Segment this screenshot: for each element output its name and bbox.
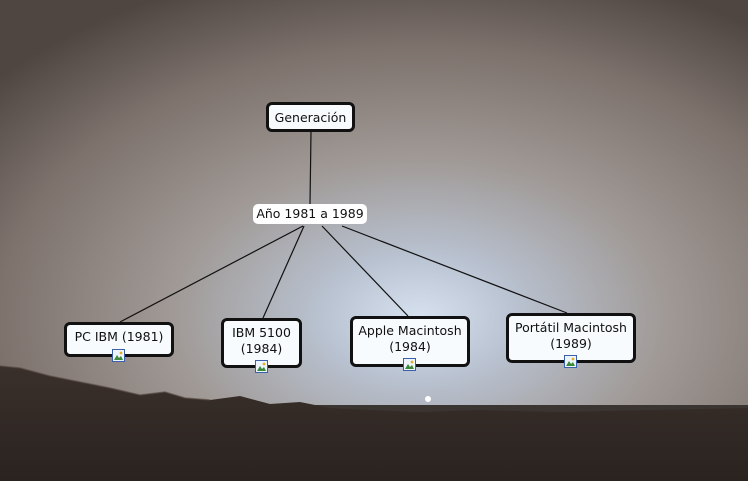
concept-label: Portátil Macintosh (1989) bbox=[515, 320, 627, 351]
image-icon[interactable] bbox=[564, 355, 577, 368]
connector-phrase-to-child-3 bbox=[321, 225, 409, 317]
connector-phrase-to-child-1 bbox=[119, 225, 304, 323]
concept-generacion[interactable]: Generación bbox=[266, 102, 355, 132]
linking-phrase[interactable]: Año 1981 a 1989 bbox=[253, 204, 367, 224]
image-icon[interactable] bbox=[403, 358, 416, 371]
concept-portatil-macintosh[interactable]: Portátil Macintosh (1989) bbox=[506, 313, 636, 363]
connector-phrase-to-child-4 bbox=[341, 225, 568, 314]
image-icon[interactable] bbox=[112, 349, 125, 362]
connector-root-to-phrase bbox=[309, 131, 312, 205]
linking-phrase-label: Año 1981 a 1989 bbox=[256, 206, 364, 221]
concept-label: Generación bbox=[274, 110, 347, 125]
concept-label: PC IBM (1981) bbox=[74, 329, 164, 344]
concept-label: IBM 5100 (1984) bbox=[232, 325, 291, 356]
connector-phrase-to-child-2 bbox=[262, 225, 305, 319]
sun bbox=[425, 396, 431, 402]
concept-label: Apple Macintosh (1984) bbox=[358, 323, 462, 354]
image-icon[interactable] bbox=[255, 360, 268, 373]
